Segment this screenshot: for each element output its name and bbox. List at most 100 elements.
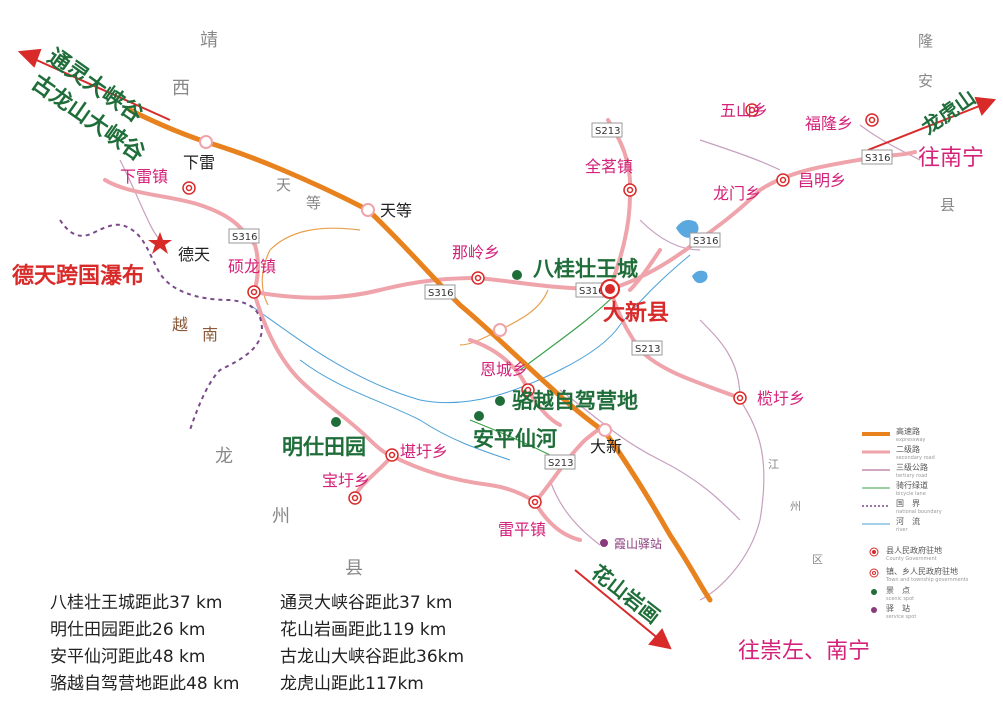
township-fulongxiang: 福隆乡 [805, 114, 853, 133]
direction-nanning: 往南宁 [918, 146, 984, 171]
region-jiangzhou-2: 州 [790, 500, 801, 513]
region-longan-2: 安 [918, 72, 933, 90]
scenic-dots [331, 270, 522, 427]
route-s213-1: S213 [591, 122, 623, 138]
place-xialei: 下雷 [183, 153, 215, 172]
region-tiandeng-1: 天 [276, 176, 291, 194]
county-seat-symbol [600, 279, 620, 299]
township-kanxuxiang: 堪圩乡 [400, 442, 448, 461]
township-enchengxiang: 恩城乡 [480, 360, 528, 379]
distance-item: 骆越自驾营地距此48 km [50, 674, 240, 694]
scenic-xiashan: 霞山驿站 [614, 537, 662, 551]
township-baoxuxiang: 宝圩乡 [322, 471, 370, 490]
county-daxin: 大新县 [603, 300, 669, 326]
township-shuolongzhen: 硕龙镇 [228, 257, 276, 276]
distance-item: 龙虎山距此117km [280, 674, 424, 694]
route-s316-2: S316 [424, 284, 456, 300]
distance-item: 通灵大峡谷距此37 km [280, 593, 453, 613]
lake-2 [692, 270, 708, 284]
township-xialeizhen: 下雷镇 [120, 167, 168, 186]
region-longan-3: 县 [940, 196, 955, 214]
route-s316-5: S316 [861, 149, 893, 165]
scenic-dtpb: 德天跨国瀑布 [12, 263, 144, 289]
scenic-luoyue: 骆越自驾营地 [512, 389, 638, 413]
township-labels: 下雷镇 硕龙镇 那岭乡 恩城乡 堪圩乡 宝圩乡 雷平镇 榄圩乡 全茗镇 五山乡 … [120, 101, 853, 539]
tertiary-roads [119, 124, 921, 601]
yuenan-labels: 越 南 [172, 315, 218, 344]
township-lanxuxiang: 榄圩乡 [757, 389, 805, 408]
township-changmingxiang: 昌明乡 [798, 171, 846, 190]
expressway [127, 107, 713, 603]
region-jingxi-1: 靖 [200, 30, 218, 51]
distance-list-right: 通灵大峡谷距此37 km 花山岩画距此119 km 古龙山大峡谷距此36km 龙… [280, 590, 464, 698]
route-s316-4: S316 [689, 232, 721, 248]
township-quanmingzhen: 全茗镇 [585, 157, 633, 176]
legend-symbols [862, 432, 890, 613]
rivers [249, 254, 691, 461]
region-jingxi-2: 西 [172, 78, 190, 99]
svg-text:S316: S316 [232, 232, 257, 243]
svg-text:S213: S213 [595, 126, 620, 137]
region-jiangzhou-3: 区 [812, 553, 823, 566]
svg-text:S316: S316 [865, 153, 890, 164]
national-border [59, 219, 264, 431]
township-nalingxiang: 那岭乡 [452, 243, 500, 262]
direction-arrows [17, 48, 996, 650]
region-labels: 靖 西 天 等 龙 州 县 隆 安 县 江 州 区 [172, 30, 955, 579]
region-jiangzhou-1: 江 [768, 458, 779, 471]
interchanges [199, 135, 612, 437]
region-tiandeng-2: 等 [306, 194, 321, 212]
route-s316-3: S316 [575, 282, 607, 298]
route-s213-2: S213 [631, 340, 663, 356]
scenic-anping: 安平仙河 [473, 427, 557, 451]
svg-text:S213: S213 [635, 344, 660, 355]
region-longzhou-1: 龙 [215, 446, 233, 467]
place-daxin: 大新 [590, 437, 622, 456]
scenic-bagui: 八桂壮王城 [533, 257, 638, 281]
distance-item: 明仕田园距此26 km [50, 620, 206, 640]
direction-chongzuo: 往崇左、南宁 [738, 639, 870, 664]
direction-huashan: 花山岩画 [587, 560, 665, 628]
distance-list-left: 八桂壮王城距此37 km 明仕田园距此26 km 安平仙河距此48 km 骆越自… [50, 590, 239, 698]
svg-text:S316: S316 [579, 286, 604, 297]
place-dexin: 德天 [178, 245, 210, 264]
scenic-labels: 八桂壮王城 骆越自驾营地 安平仙河 明仕田园 [282, 257, 638, 459]
xiashan-station-dot [600, 539, 608, 547]
region-longan-1: 隆 [918, 32, 933, 50]
place-tiandeng: 天等 [380, 201, 412, 220]
svg-text:S316: S316 [428, 288, 453, 299]
distance-item: 八桂壮王城距此37 km [50, 593, 223, 613]
region-longzhou-3: 县 [345, 558, 363, 579]
region-yuenan-2: 南 [202, 325, 218, 344]
route-s316-1: S316 [228, 228, 260, 244]
svg-text:S213: S213 [548, 458, 573, 469]
township-longmenxiang: 龙门乡 [713, 184, 761, 203]
region-longzhou-2: 州 [272, 506, 290, 527]
route-s213-3: S213 [544, 454, 576, 470]
township-symbols [182, 103, 879, 509]
svg-text:S316: S316 [693, 236, 718, 247]
secondary-roads [103, 118, 917, 542]
distance-item: 安平仙河距此48 km [50, 647, 206, 667]
region-yuenan-1: 越 [172, 315, 188, 334]
place-labels: 下雷 天等 德天 大新 [178, 153, 622, 456]
township-leipingzhen: 雷平镇 [498, 520, 546, 539]
dtpb-star-icon [148, 232, 172, 254]
distance-item: 花山岩画距此119 km [280, 620, 447, 640]
direction-longhushan: 龙虎山 [917, 85, 980, 139]
route-labels: S316 S316 S316 S316 S316 S213 S213 S213 [228, 122, 893, 470]
distance-item: 古龙山大峡谷距此36km [280, 647, 465, 667]
scenic-mingshi: 明仕田园 [282, 435, 366, 459]
township-wushanxiang: 五山乡 [720, 101, 768, 120]
